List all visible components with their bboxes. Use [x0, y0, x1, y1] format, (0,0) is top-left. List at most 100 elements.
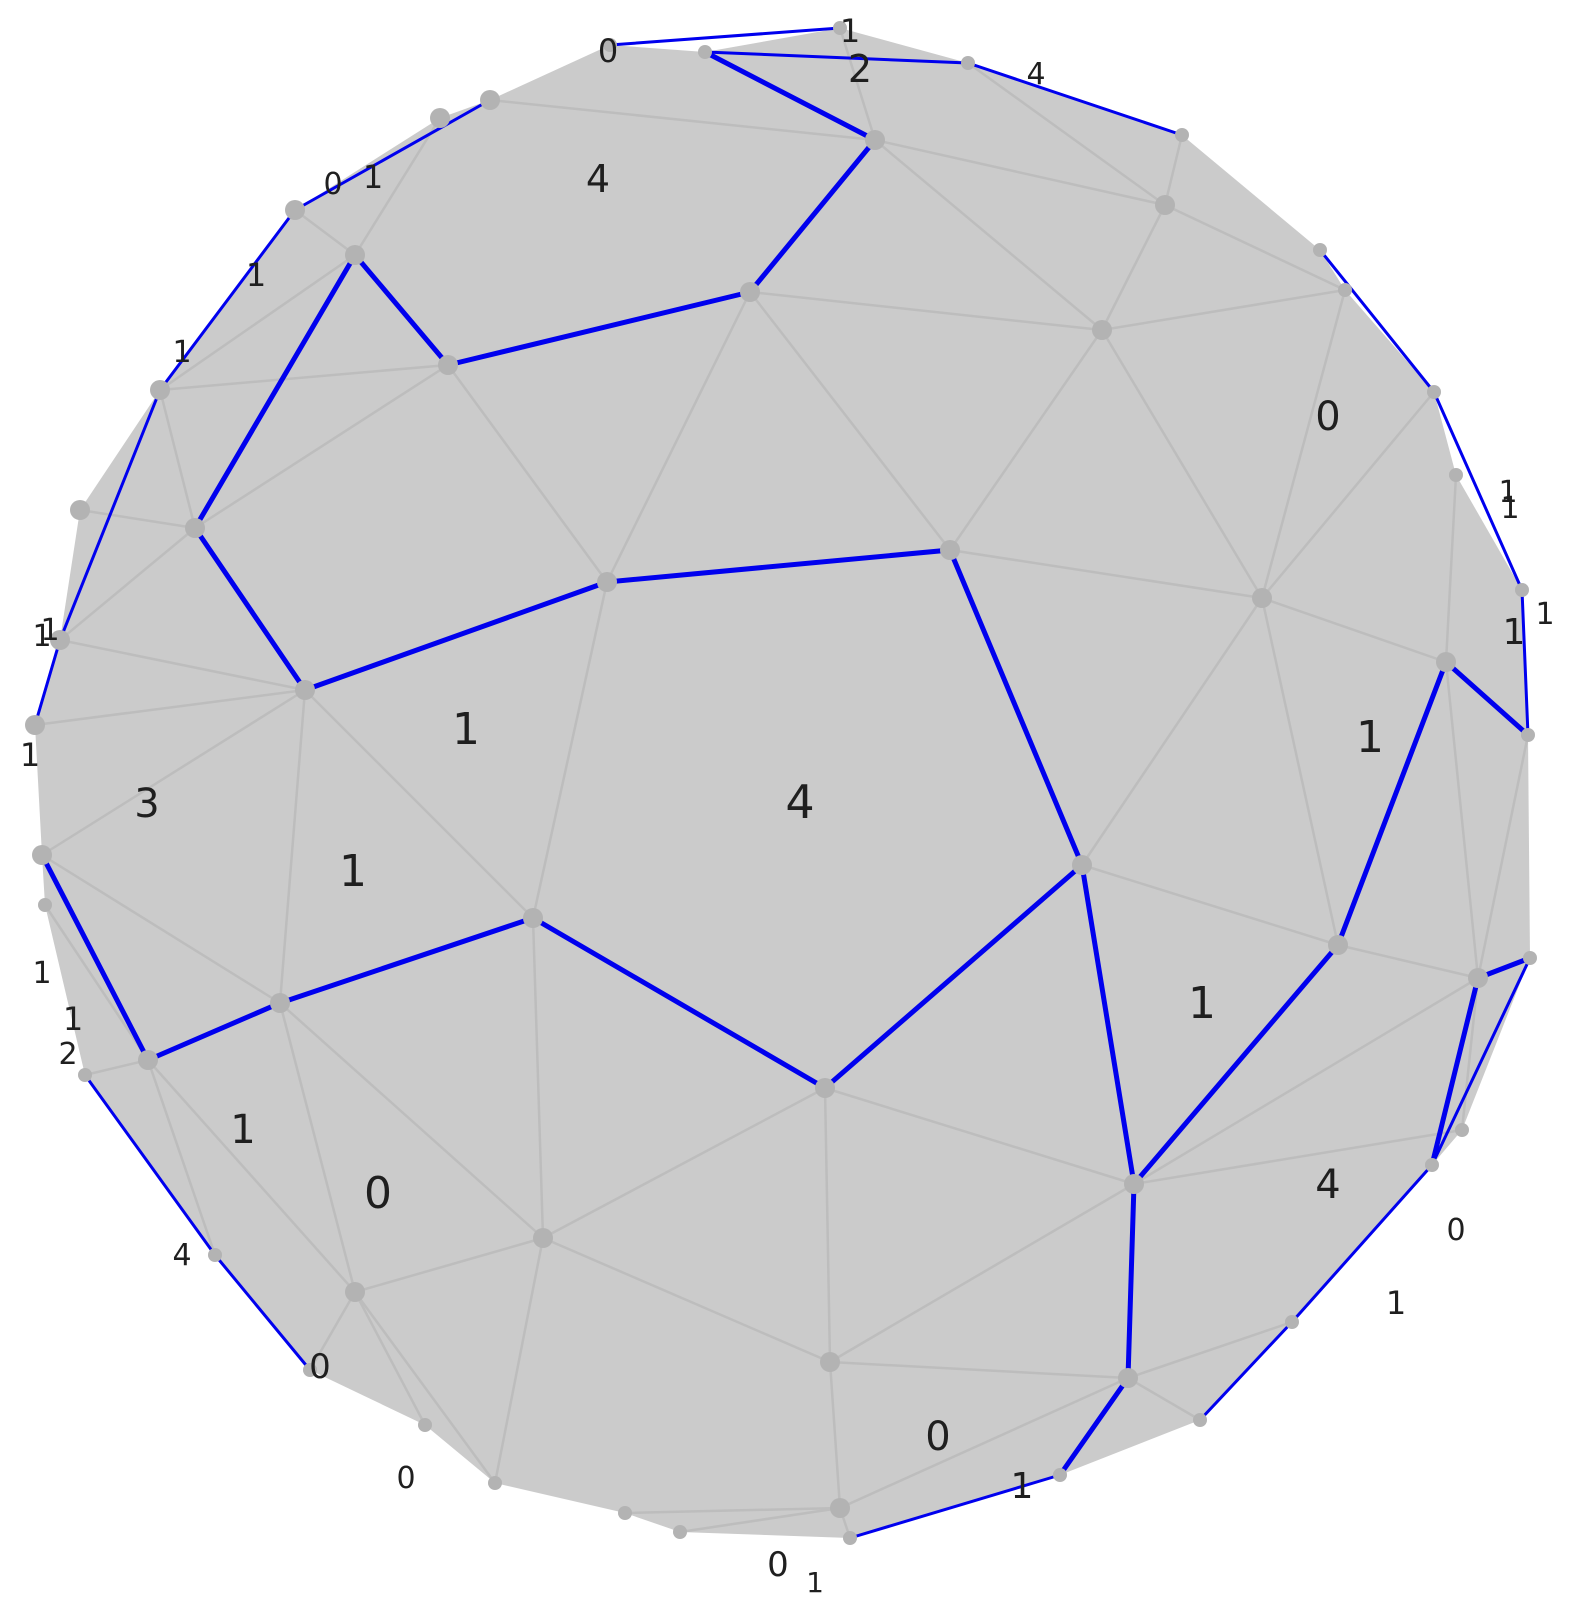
boundary-edge: [1057, 1375, 1131, 1478]
mesh-edge: [1100, 328, 1264, 600]
face-labels: 4 1 1 3 4 0 1 1 1 0 4 0 0 1 2 4 0 1 1 1 …: [20, 12, 1555, 1599]
boundary-edge: [213, 1253, 312, 1372]
rim-label: 0: [396, 1461, 415, 1496]
mesh-edge: [531, 916, 545, 1240]
mesh-edge: [158, 253, 357, 392]
face-label: 1: [1356, 712, 1384, 763]
boundary-edge: [947, 547, 1085, 868]
mesh-vertex: [961, 56, 975, 70]
mesh-edge: [308, 1290, 357, 1372]
mesh-edge: [293, 208, 357, 257]
mesh-vertex: [1285, 1315, 1299, 1329]
mesh-edge: [158, 388, 197, 530]
boundary-edge: [1318, 248, 1436, 394]
mesh-vertex: [843, 1531, 857, 1545]
mesh-vertex: [1124, 1174, 1144, 1194]
mesh-edge: [948, 548, 1264, 600]
mesh-vertex: [833, 21, 847, 35]
mesh-vertex: [820, 1352, 840, 1372]
mesh-edge: [531, 580, 609, 920]
mesh-vertex: [815, 1078, 835, 1098]
boundary-edge: [966, 61, 1184, 137]
mesh-vertex: [150, 380, 170, 400]
boundary-edge: [703, 50, 970, 65]
mesh-edge: [1132, 1128, 1464, 1186]
mesh-vertex: [1155, 195, 1175, 215]
mesh-edge: [1132, 976, 1480, 1186]
rim-label: 1: [1535, 597, 1554, 632]
mesh-edge: [278, 1001, 545, 1240]
mesh-vertex: [1328, 935, 1348, 955]
mesh-edge: [1126, 1320, 1294, 1380]
mesh-edge: [828, 1360, 842, 1510]
mesh-vertex: [1436, 652, 1456, 672]
rim-label: 1: [32, 619, 51, 654]
mesh-vertex: [185, 518, 205, 538]
mesh-edge: [948, 328, 1104, 552]
mesh-edge: [1080, 596, 1264, 867]
face-label: 0: [1315, 394, 1340, 440]
face-label: 1: [230, 1107, 255, 1153]
mesh-edge: [78, 508, 197, 530]
mesh-vertex: [533, 1228, 553, 1248]
mesh-vertex: [50, 630, 70, 650]
rim-label: 1: [363, 158, 383, 196]
mesh-edge: [1260, 288, 1347, 600]
mesh-edge: [353, 1236, 545, 1294]
face-label: 4: [1315, 1162, 1340, 1208]
mesh-edge: [873, 138, 1167, 207]
rim-label: 2: [848, 47, 872, 91]
cluster-boundaries: [33, 26, 1533, 1540]
boundary-edge: [1079, 862, 1137, 1187]
mesh-edge: [748, 290, 1104, 332]
mesh-vertex: [618, 1506, 632, 1520]
boundary-edge: [192, 252, 358, 531]
boundary-edge: [848, 1473, 1062, 1540]
mesh-edge: [58, 638, 307, 692]
face-label: 1: [1188, 978, 1216, 1029]
rim-label: 0: [598, 32, 618, 70]
mesh-edge: [748, 290, 952, 552]
mesh-vertex: [270, 993, 290, 1013]
boundary-edge: [192, 525, 308, 693]
rim-label: 1: [1386, 1284, 1406, 1322]
mesh-vertex: [1313, 243, 1327, 257]
face-label: 3: [134, 781, 159, 827]
rim-label: 4: [172, 1238, 191, 1273]
mesh-vertex: [303, 1363, 317, 1377]
mesh-vertex: [1455, 1123, 1469, 1137]
mesh-vertex: [603, 38, 617, 52]
mesh-edge: [1460, 976, 1480, 1132]
boundary-edge: [1430, 956, 1532, 1167]
rim-label: 1: [32, 956, 51, 991]
mesh-vertex: [25, 715, 45, 735]
boundary-edge: [445, 289, 753, 368]
boundary-edge: [1131, 942, 1341, 1187]
mesh-edge: [353, 116, 442, 257]
boundary-edge: [293, 98, 492, 212]
boundary-edge: [83, 1073, 217, 1257]
mesh-edge: [158, 363, 450, 392]
face-label: 4: [785, 775, 814, 829]
mesh-edge: [43, 903, 150, 1062]
mesh-vertex: [1175, 128, 1189, 142]
face-label: 0: [364, 1168, 392, 1219]
mesh-vertex: [438, 355, 458, 375]
mesh-vertex: [597, 572, 617, 592]
mesh-edge: [1444, 660, 1480, 980]
mesh-edge: [1336, 943, 1480, 980]
mesh-vertex: [345, 1282, 365, 1302]
mesh-vertex: [1468, 968, 1488, 988]
boundary-edge: [302, 579, 610, 693]
mesh-edge: [1260, 596, 1448, 664]
mesh-vertex: [1193, 1413, 1207, 1427]
mesh-edge: [353, 1290, 427, 1427]
mesh-vertex: [1427, 385, 1441, 399]
face-label: 0: [925, 1414, 950, 1460]
boundary-edge: [1443, 659, 1531, 738]
mesh-edge: [278, 1001, 357, 1294]
mesh-edge: [605, 290, 752, 584]
rim-label: 1: [63, 1000, 83, 1038]
